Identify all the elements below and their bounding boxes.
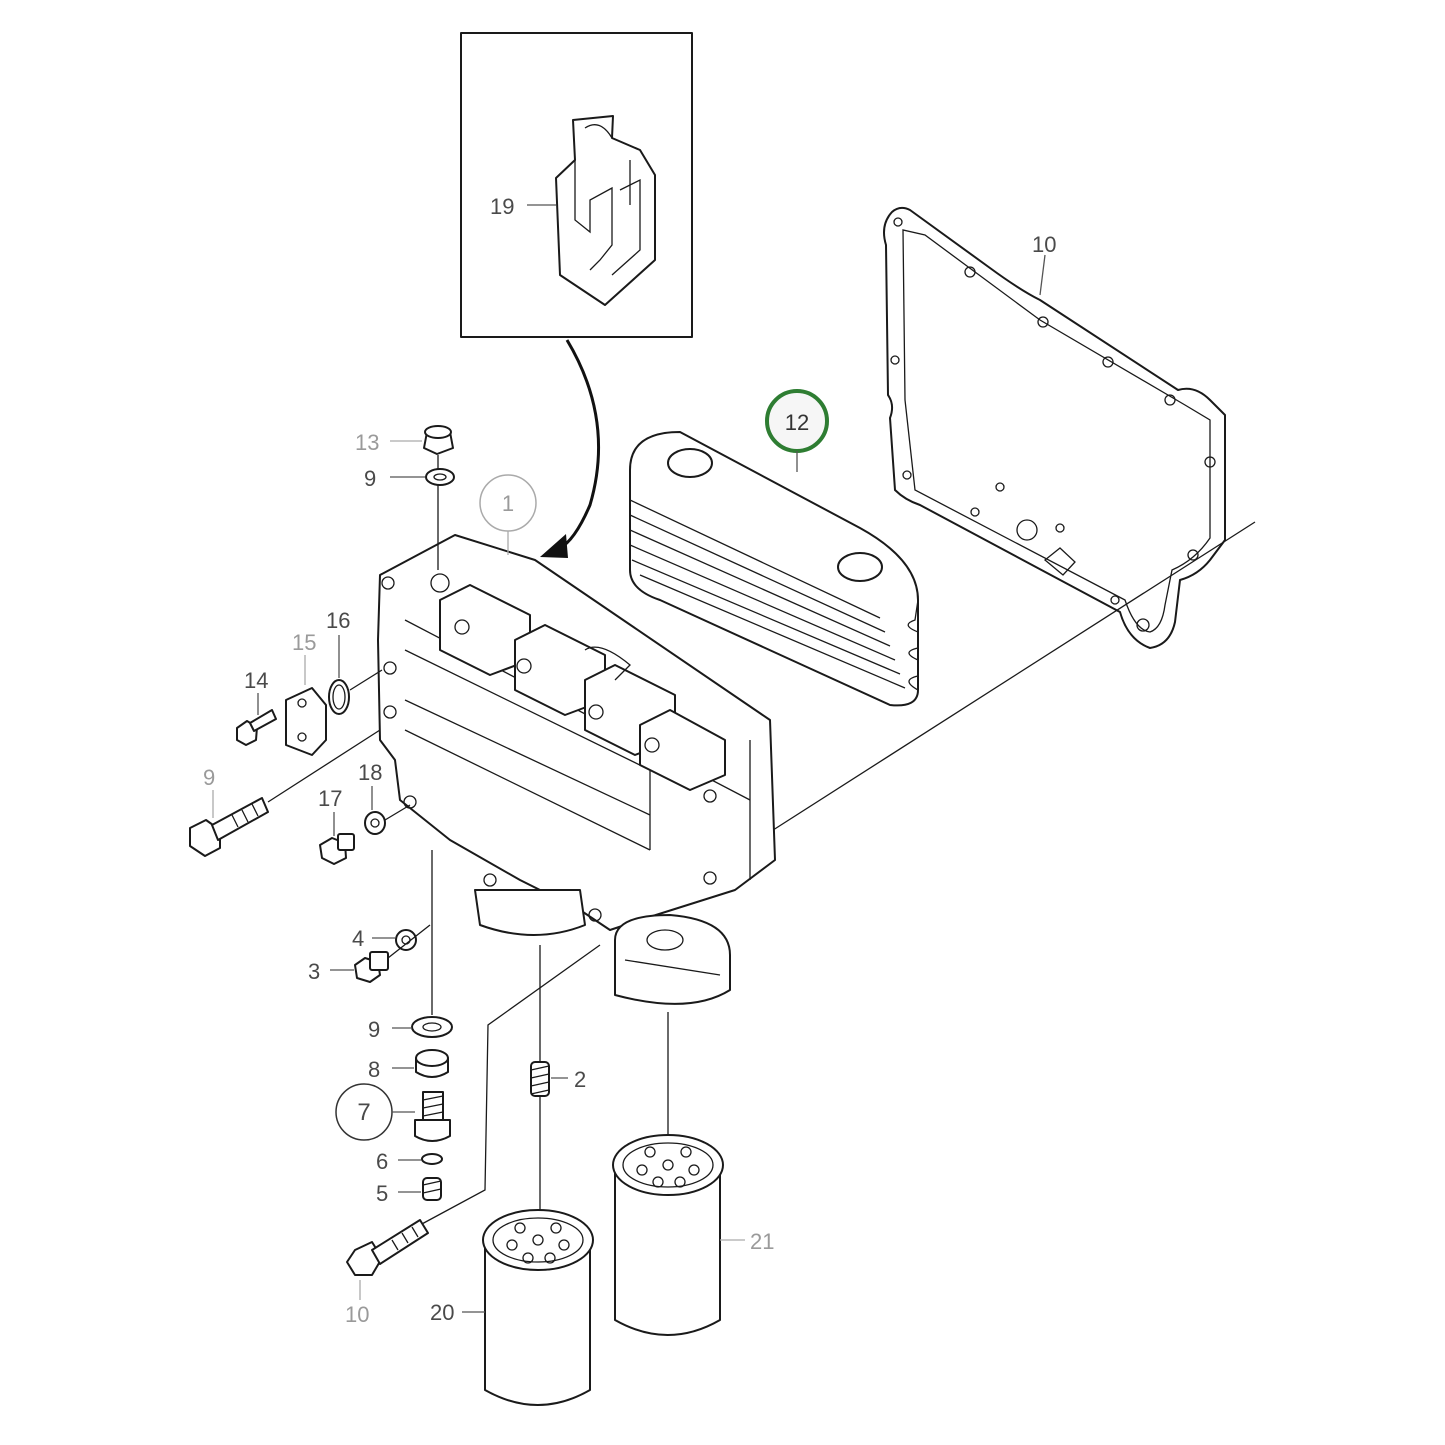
callout-14[interactable]: 13 (355, 430, 379, 455)
filter-head-21-mount (474, 889, 586, 936)
callout-20[interactable]: 19 (490, 194, 514, 219)
detail-arrow (559, 339, 601, 550)
callout-4[interactable]: 4 (352, 926, 364, 951)
oring-part-6[interactable] (421, 1153, 443, 1165)
callout-12[interactable]: 10 (1032, 232, 1056, 257)
spring-part-2[interactable] (530, 1061, 550, 1097)
oil-cooler-part-13[interactable] (629, 431, 919, 707)
clip-part-20[interactable] (555, 115, 656, 306)
callout-19[interactable]: 18 (358, 760, 382, 785)
callout-16[interactable]: 15 (292, 630, 316, 655)
alignment-line (769, 521, 1256, 833)
callout-18[interactable]: 17 (318, 786, 342, 811)
manifold-housing-part-1[interactable] (377, 534, 776, 931)
cover-plate-part-16[interactable] (285, 687, 327, 756)
valve-part-7[interactable] (414, 1091, 451, 1142)
callout-17[interactable]: 16 (326, 608, 350, 633)
callout-7[interactable]: 7 (357, 1099, 370, 1126)
detail-inset: 19 (460, 32, 693, 338)
callout-11[interactable]: 10 (345, 1302, 369, 1327)
bolt-part-10[interactable] (189, 797, 269, 857)
spring-part-5[interactable] (422, 1177, 442, 1201)
callout-5[interactable]: 5 (376, 1181, 388, 1206)
callout-9-lower[interactable]: 9 (368, 1017, 380, 1042)
plug-part-3[interactable] (354, 951, 389, 983)
filter-head-22-mount (614, 914, 731, 1005)
gasket-part-12[interactable] (883, 206, 1226, 649)
bolt-part-15[interactable] (236, 709, 277, 746)
washer-part-19[interactable] (364, 811, 386, 835)
callout-3[interactable]: 3 (308, 959, 320, 984)
callout-1[interactable]: 1 (502, 491, 514, 516)
callout-10[interactable]: 9 (203, 765, 215, 790)
plug-part-14[interactable] (423, 425, 454, 455)
oil-filter-part-22[interactable] (612, 1134, 724, 1336)
callout-9-upper[interactable]: 9 (364, 466, 376, 491)
callout-6[interactable]: 6 (376, 1149, 388, 1174)
oring-part-17[interactable] (328, 679, 350, 715)
plug-part-18[interactable] (319, 833, 355, 865)
oil-filter-part-21[interactable] (482, 1209, 594, 1406)
callout-21[interactable]: 20 (430, 1300, 454, 1325)
bolt-part-11[interactable] (346, 1219, 429, 1276)
callout-13[interactable]: 12 (785, 410, 809, 435)
callout-2[interactable]: 2 (574, 1067, 586, 1092)
arrowhead-icon (540, 534, 568, 558)
axis-line-11 (419, 944, 601, 1226)
washer-part-4[interactable] (395, 929, 417, 951)
sleeve-part-8[interactable] (415, 1049, 449, 1078)
callout-22[interactable]: 21 (750, 1229, 774, 1254)
callout-8[interactable]: 8 (368, 1057, 380, 1082)
washer-part-9-upper[interactable] (425, 468, 455, 486)
washer-part-9-lower[interactable] (411, 1016, 453, 1038)
callout-15[interactable]: 14 (244, 668, 268, 693)
